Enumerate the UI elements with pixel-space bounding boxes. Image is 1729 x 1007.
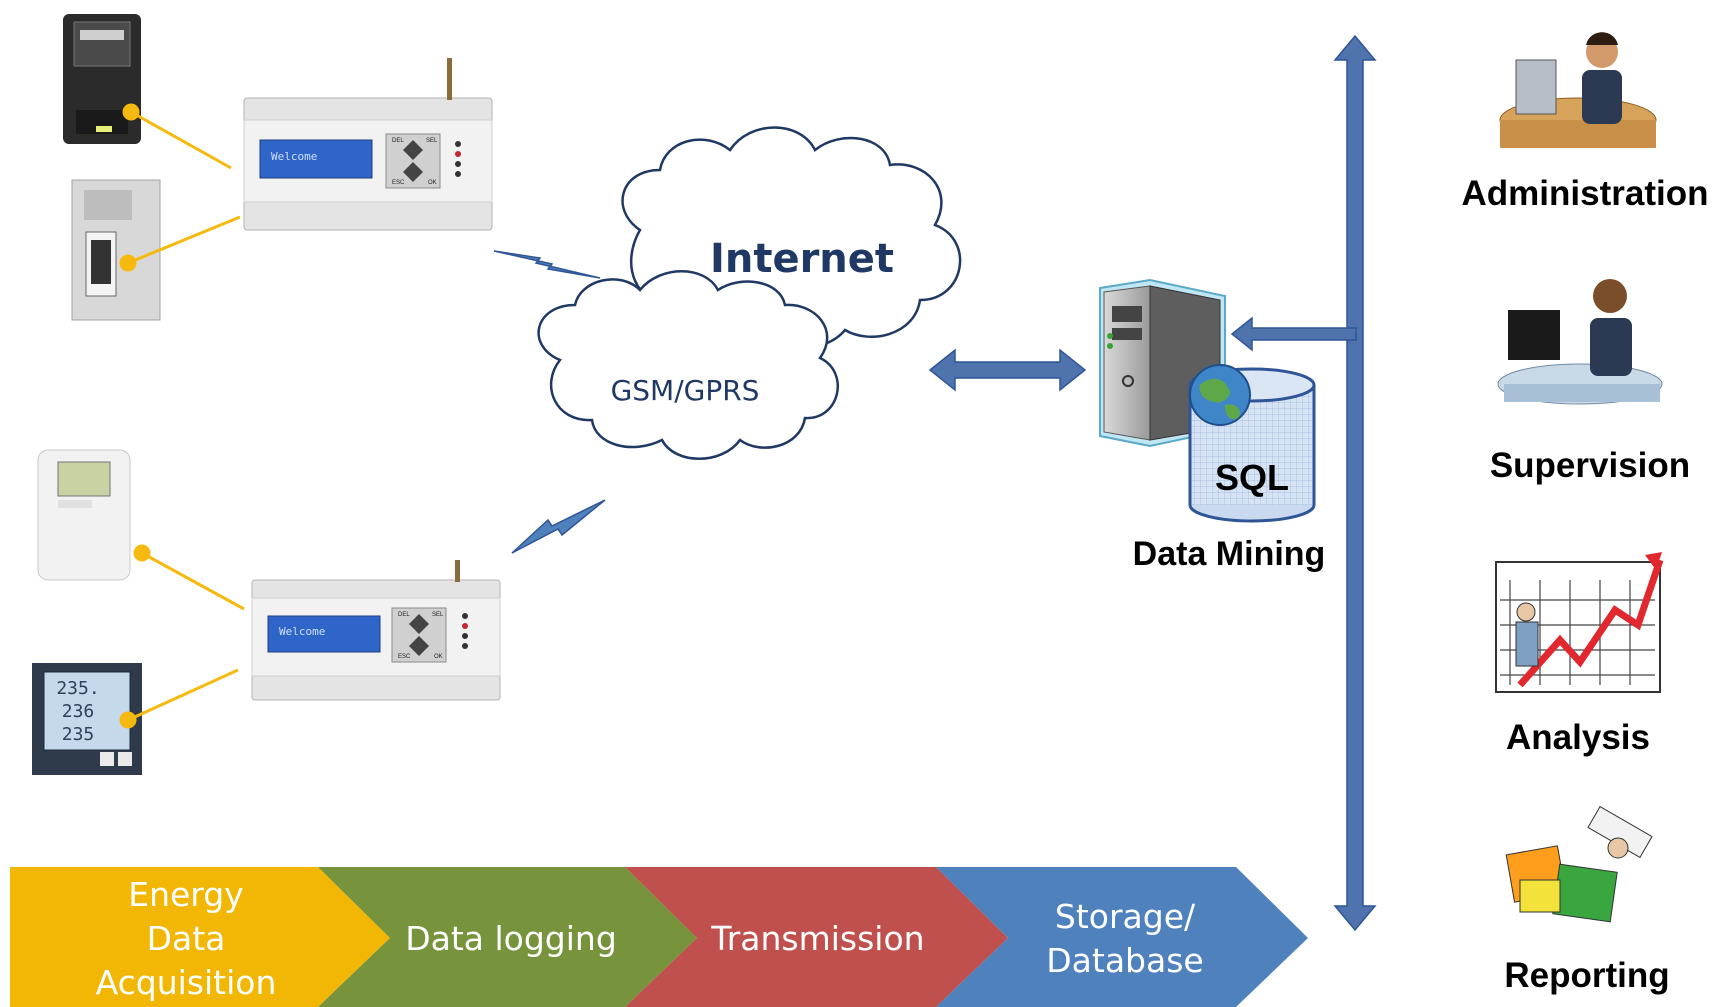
logger-2-key-esc: ESC bbox=[398, 654, 411, 660]
reporting-label: Reporting bbox=[1504, 956, 1669, 995]
logger-1-key-esc: ESC bbox=[392, 180, 405, 186]
double-arrow-icon bbox=[928, 348, 1087, 392]
reporting-puzzle-icon bbox=[1505, 805, 1653, 923]
data-mining-label: Data Mining bbox=[1133, 535, 1326, 573]
energy-meter-1 bbox=[63, 14, 141, 144]
logger-2-key-sel: SEL bbox=[432, 612, 444, 618]
pipeline-step-transmission bbox=[625, 867, 1008, 1007]
meter-display-line-3: 235 bbox=[62, 724, 95, 745]
supervision-label: Supervision bbox=[1490, 446, 1690, 485]
logger-2-key-ok: OK bbox=[434, 654, 443, 660]
supervisor-person-icon bbox=[1497, 279, 1663, 405]
pipeline-step3-label: Transmission bbox=[710, 919, 924, 958]
logger-1-key-del: DEL bbox=[392, 138, 404, 144]
wireless-signal-icon-2 bbox=[511, 499, 606, 554]
database-icon: SQL bbox=[1188, 364, 1316, 523]
meter-display-line-1: 235. bbox=[56, 678, 99, 699]
pipeline-step-data-logging bbox=[318, 867, 697, 1007]
pipeline-step4-line-1: Storage/ bbox=[1055, 897, 1196, 936]
gsm-gprs-label: GSM/GPRS bbox=[611, 374, 760, 407]
logger-1-key-ok: OK bbox=[428, 180, 437, 186]
meter-display-line-2: 236 bbox=[62, 701, 95, 722]
logger-1-screen-text: Welcome bbox=[271, 150, 317, 163]
logger-1-key-sel: SEL bbox=[426, 138, 438, 144]
sql-badge: SQL bbox=[1215, 457, 1289, 498]
energy-meter-4: 235. 236 235 bbox=[32, 663, 142, 775]
analysis-label: Analysis bbox=[1506, 718, 1650, 757]
analysis-chart-icon bbox=[1495, 552, 1664, 693]
bus-to-server-arrow-icon bbox=[1230, 316, 1357, 352]
gsm-gprs-cloud-icon bbox=[537, 270, 839, 460]
pipeline-step1-line-3: Acquisition bbox=[96, 963, 277, 1002]
energy-meter-2 bbox=[71, 179, 161, 321]
pipeline-step4-line-2: Database bbox=[1046, 941, 1203, 980]
administrator-person-icon bbox=[1499, 32, 1657, 148]
meter-connectors bbox=[119, 103, 245, 729]
pipeline-step1-line-2: Data bbox=[147, 919, 226, 958]
data-logger-1: Welcome DEL SEL ESC OK bbox=[243, 58, 493, 231]
pipeline-step2-label: Data logging bbox=[405, 919, 617, 958]
logger-2-screen-text: Welcome bbox=[279, 625, 325, 638]
logger-2-key-del: DEL bbox=[398, 612, 410, 618]
internet-label: Internet bbox=[710, 236, 894, 282]
pipeline-step1-line-1: Energy bbox=[128, 875, 244, 914]
pipeline-step-energy-data-acquisition bbox=[10, 867, 390, 1007]
pipeline-step-storage-database bbox=[936, 867, 1308, 1007]
data-logger-2: Welcome DEL SEL ESC OK bbox=[251, 560, 501, 701]
administration-label: Administration bbox=[1462, 174, 1709, 213]
vertical-bus-arrow-icon bbox=[1333, 34, 1377, 932]
energy-meter-3 bbox=[37, 449, 131, 581]
wireless-signal-icon-1 bbox=[493, 250, 601, 279]
